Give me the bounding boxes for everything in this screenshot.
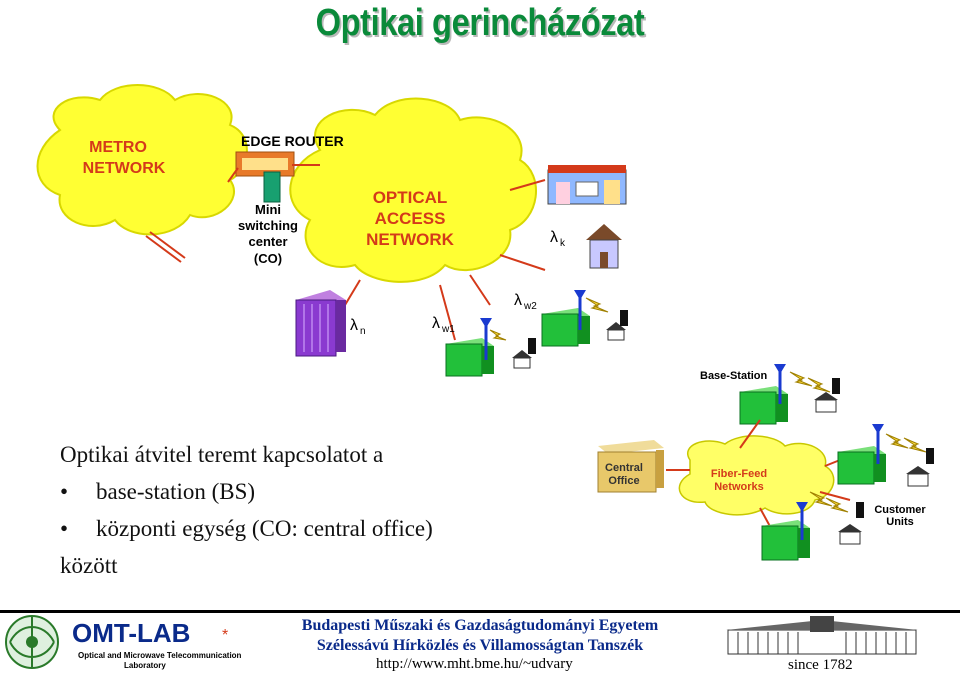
logo-text: OMT-LAB	[72, 618, 190, 648]
footer-divider	[0, 610, 960, 613]
base-station-box	[541, 290, 590, 347]
lambda-k-sub: k	[560, 238, 566, 249]
department-name: Szélessávú Hírközlés és Villamosságtan T…	[316, 637, 644, 654]
fiber-links	[145, 164, 546, 341]
logo-subtitle-2: Laboratory	[124, 661, 166, 670]
page-title: Optikai gerincházózat	[315, 2, 645, 44]
base-station-label: Base-Station	[700, 370, 768, 382]
svg-text:*: *	[222, 627, 228, 644]
lambda-n-sub: n	[360, 326, 366, 337]
since-year: since 1782	[788, 657, 853, 673]
small-house-icon	[814, 378, 840, 413]
bullet-text: központi egység (CO: central office)	[96, 516, 433, 541]
mini-switching-line1: Mini	[255, 202, 281, 217]
body-line-4: között	[60, 553, 118, 578]
small-house-icon	[606, 310, 628, 341]
lambda-w2-sub: w2	[523, 301, 537, 312]
mini-switching-line4: (CO)	[254, 251, 282, 266]
customer-units-line1: Customer	[874, 504, 926, 516]
base-station-box	[761, 502, 810, 561]
server-rack-icon	[295, 290, 346, 357]
wireless-link-icon	[789, 371, 831, 393]
wireless-link-icon	[885, 433, 927, 453]
lambda-w1-sub: w1	[441, 324, 455, 335]
edge-router: EDGE ROUTER	[235, 133, 344, 203]
wireless-link-icon	[489, 297, 609, 341]
right-network-diagram: Base-Station Central Office Fiber-Feed N…	[597, 364, 934, 561]
lambda-w2-label: λ	[514, 292, 522, 309]
central-office-line2: Office	[608, 475, 639, 487]
bullet-icon: •	[60, 516, 69, 541]
customer-units-line2: Units	[886, 516, 914, 528]
central-office-box: Central Office	[597, 440, 664, 493]
footer-url[interactable]: http://www.mht.bme.hu/~udvary	[376, 656, 573, 672]
wireless-link-icon	[809, 491, 849, 513]
base-station-box	[445, 318, 494, 377]
lambda-k-label: λ	[550, 229, 558, 246]
mini-switching-line2: switching	[238, 218, 298, 233]
university-name: Budapesti Műszaki és Gazdaságtudományi E…	[301, 617, 659, 634]
top-network-diagram: METRO NETWORK OPTICAL ACCESS NETWORK EDG…	[36, 84, 628, 377]
oan-label-line2: ACCESS	[375, 209, 446, 228]
bullet-item-co: • központi egység (CO: central office)	[60, 510, 433, 547]
body-text: Optikai átvitel teremt kapcsolatot a • ba…	[60, 436, 433, 584]
fiber-feed-line1: Fiber-Feed	[711, 468, 767, 480]
metro-label-line2: NETWORK	[83, 160, 166, 177]
base-station-box	[739, 364, 788, 425]
house-icon	[586, 224, 622, 269]
bullet-text: base-station (BS)	[96, 479, 256, 504]
omt-lab-logo: OMT-LAB * Optical and Microwave Telecomm…	[5, 615, 242, 670]
fiber-feed-cloud: Fiber-Feed Networks	[678, 435, 835, 516]
bullet-icon: •	[60, 479, 69, 504]
shop-building-icon	[547, 165, 627, 205]
metro-label-line1: METRO	[89, 139, 147, 156]
central-office-line1: Central	[605, 462, 643, 474]
oan-label-line1: OPTICAL	[373, 188, 448, 207]
lambda-w1-label: λ	[432, 315, 440, 332]
logo-subtitle-1: Optical and Microwave Telecommunication	[78, 651, 242, 660]
university-building-icon	[726, 616, 918, 655]
base-station-box	[837, 424, 886, 485]
small-house-icon	[906, 448, 934, 487]
body-line-1: Optikai átvitel teremt kapcsolatot a	[60, 442, 384, 467]
metro-network-cloud: METRO NETWORK	[36, 84, 248, 236]
bullet-item-bs: • base-station (BS)	[60, 473, 433, 510]
mini-switching-line3: center	[248, 234, 287, 249]
lambda-n-label: λ	[350, 317, 358, 334]
oan-label-line3: NETWORK	[366, 230, 455, 249]
fiber-feed-line2: Networks	[714, 481, 764, 493]
small-house-icon	[838, 502, 864, 545]
small-house-icon	[512, 338, 536, 369]
edge-router-label: EDGE ROUTER	[241, 133, 344, 149]
optical-access-cloud: OPTICAL ACCESS NETWORK	[289, 97, 537, 283]
